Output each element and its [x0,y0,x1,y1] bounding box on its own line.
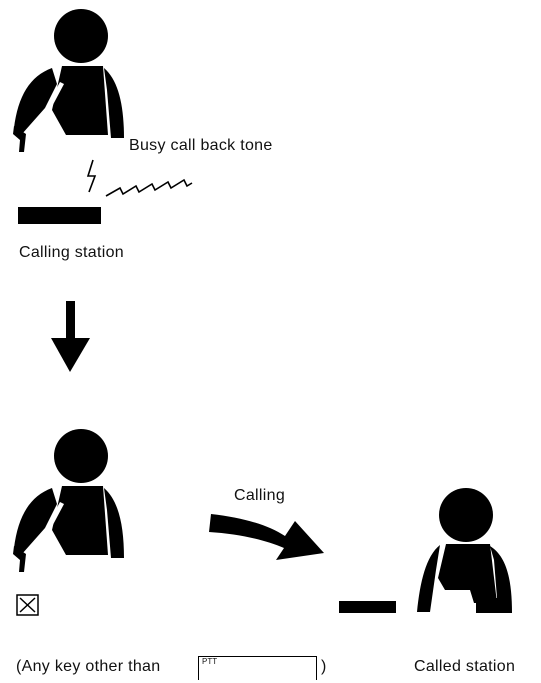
person-seated-icon [417,488,512,613]
any-key-suffix-label: ) [321,658,327,676]
caller-head-bottom [54,429,108,483]
telephone-icon [18,207,101,224]
calling-label: Calling [234,487,285,505]
curved-arrow-icon [209,514,324,560]
calling-station-label: Calling station [19,244,124,262]
caller-figure-bottom [13,429,124,572]
busy-call-back-tone-label: Busy call back tone [129,137,273,155]
sound-wave-icon [88,160,192,196]
x-key-icon [17,595,38,615]
arrow-down-icon [51,301,90,372]
called-body [417,544,512,613]
caller-figure-top [13,9,124,152]
telephone-icon-bottom [339,601,396,613]
caller-body-top [14,66,124,138]
caller-head-top [54,9,108,63]
called-station-label: Called station [414,658,515,676]
ptt-key: PTT [198,656,317,680]
caller-body-bottom [14,486,124,558]
called-head [439,488,493,542]
any-key-prefix-label: (Any key other than [16,658,160,676]
